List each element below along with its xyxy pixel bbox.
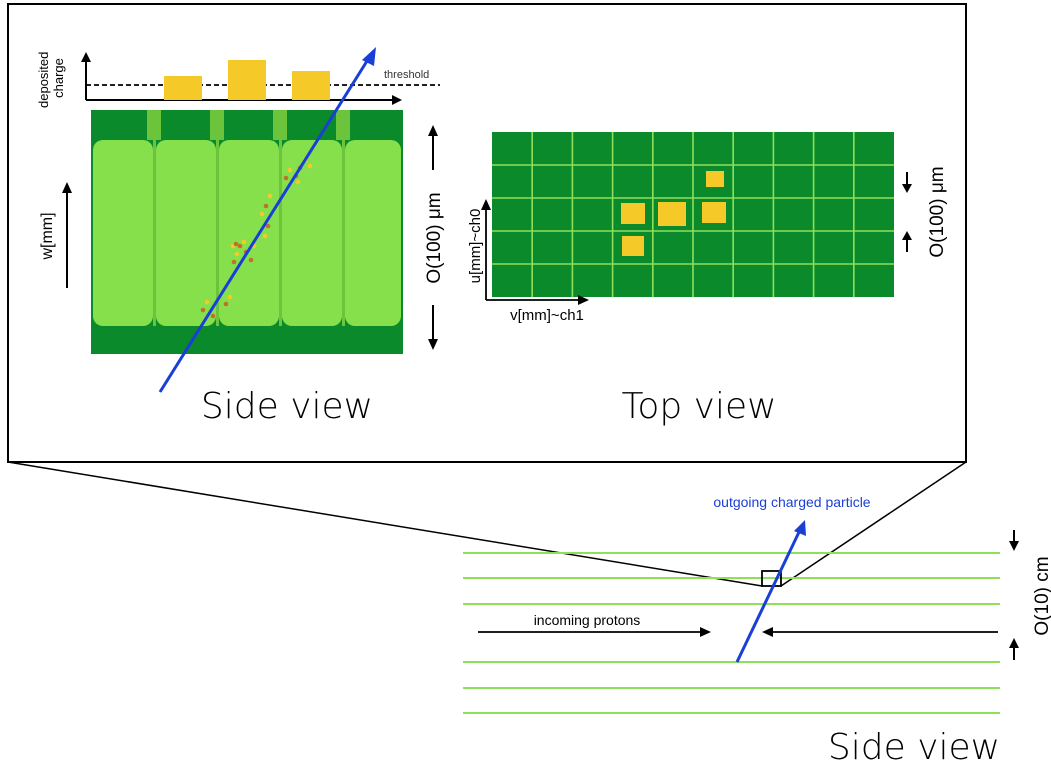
column-gap xyxy=(342,140,345,326)
spacing-arrowhead xyxy=(1009,541,1019,551)
charge-carrier-dot xyxy=(200,307,206,313)
charge-carrier-dot xyxy=(283,175,289,181)
charge-carrier-dot xyxy=(227,294,233,300)
charge-carrier-dot xyxy=(223,301,229,307)
pixel-column xyxy=(345,140,401,326)
zoom-top-view: u[mm]~ch0 v[mm]~ch1 O(100) μm Top view xyxy=(467,132,948,427)
implant xyxy=(336,110,350,140)
charge-carrier-dot xyxy=(259,211,265,217)
outgoing-particle-track xyxy=(735,529,802,663)
track-arrowhead xyxy=(362,47,376,66)
charge-bar xyxy=(292,71,330,100)
zoom-line-right xyxy=(780,461,967,587)
charge-bar xyxy=(164,76,202,100)
charge-carrier-dot xyxy=(295,179,301,185)
pixel-column xyxy=(156,140,216,326)
detector-side-view-caption: Side view xyxy=(828,727,1000,767)
charge-carrier-dot xyxy=(267,193,273,199)
u-axis-arrow xyxy=(481,199,491,210)
incoming-protons-label: incoming protons xyxy=(534,612,641,628)
pixel-column xyxy=(219,140,279,326)
outgoing-arrowhead xyxy=(794,520,806,536)
column-gap xyxy=(279,140,282,326)
v-axis-label: v[mm]~ch1 xyxy=(510,307,584,324)
spacing-label: O(10) cm xyxy=(1032,556,1051,635)
pixel-column xyxy=(93,140,153,326)
thickness-label: O(100) μm xyxy=(424,192,445,283)
charge-carrier-dot xyxy=(262,233,268,239)
charge-carrier-dot xyxy=(248,257,254,263)
implant xyxy=(147,110,161,140)
pixel-grid xyxy=(492,132,894,297)
w-axis-arrow xyxy=(62,182,72,193)
u-axis-label: u[mm]~ch0 xyxy=(467,209,484,284)
thickness-arrowhead xyxy=(428,125,438,136)
beam-arrowhead xyxy=(762,627,773,637)
beam-arrowhead xyxy=(700,627,711,637)
charge-carrier-dot xyxy=(234,251,240,257)
charge-carrier-dot xyxy=(204,299,210,305)
zoom-panel-frame xyxy=(7,3,967,463)
pixel-columns xyxy=(93,110,401,326)
outgoing-particle-label: outgoing charged particle xyxy=(713,494,870,510)
zoom-line-left xyxy=(7,461,763,587)
pixel-hit xyxy=(621,203,645,224)
top-view-caption: Top view xyxy=(621,386,776,427)
v-axis-arrow xyxy=(578,295,589,305)
pixel-hit xyxy=(622,236,644,256)
pitch-arrowhead xyxy=(902,184,912,193)
pixel-hit xyxy=(658,202,686,226)
spacing-arrowhead xyxy=(1009,638,1019,648)
w-axis-label: w[mm] xyxy=(39,212,56,260)
implant xyxy=(273,110,287,140)
particle-track xyxy=(158,52,374,393)
deposited-charge-label: deposited charge xyxy=(36,48,66,108)
zoom-side-view: threshold deposited charge xyxy=(36,47,445,427)
pixel-hit xyxy=(702,202,726,223)
pitch-arrowhead xyxy=(902,231,912,240)
zoom-box xyxy=(761,570,782,587)
pixel-column xyxy=(282,140,342,326)
charge-carrier-dot xyxy=(237,243,243,249)
thickness-arrowhead xyxy=(428,339,438,350)
charge-carrier-dot xyxy=(307,163,313,169)
charge-carrier-dot xyxy=(241,239,247,245)
pitch-label: O(100) μm xyxy=(927,166,948,257)
threshold-label: threshold xyxy=(384,69,429,81)
column-gap xyxy=(216,140,219,326)
side-view-caption: Side view xyxy=(201,386,373,427)
implant xyxy=(210,110,224,140)
column-gap xyxy=(153,140,156,326)
charge-carrier-dot xyxy=(287,167,293,173)
charge-x-arrow xyxy=(392,95,402,105)
charge-bar xyxy=(228,60,266,100)
charge-carrier-dot xyxy=(263,203,269,209)
charge-carrier-dot xyxy=(231,259,237,265)
detector-layers xyxy=(463,552,1000,714)
detector-side-view: incoming protons outgoing charged partic… xyxy=(463,494,1051,767)
charge-carrier-dot xyxy=(265,223,271,229)
charge-carrier-dot xyxy=(210,313,216,319)
charge-carrier-dot xyxy=(233,241,239,247)
pixel-hit xyxy=(706,171,724,187)
charge-y-arrow xyxy=(81,52,91,62)
